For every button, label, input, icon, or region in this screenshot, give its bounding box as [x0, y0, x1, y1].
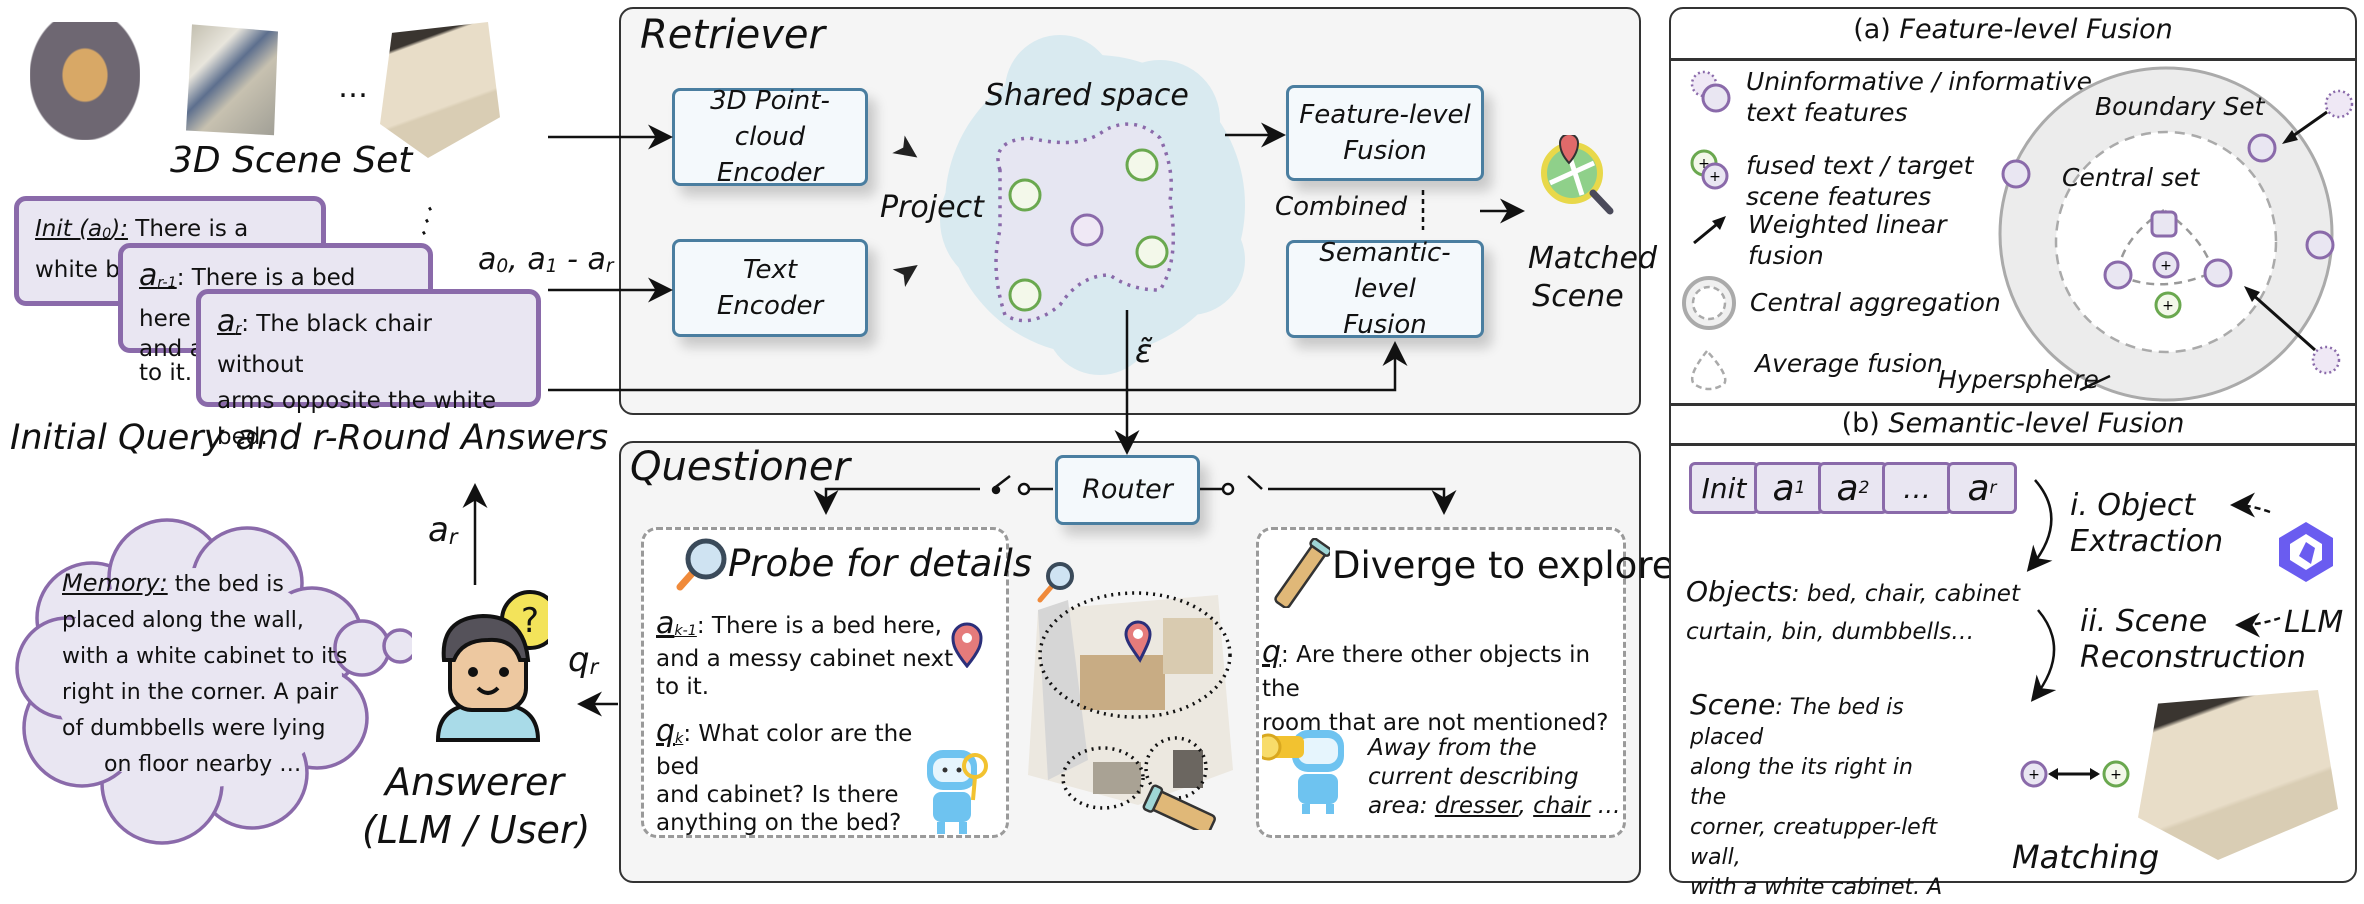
qr-label: qr [568, 640, 599, 680]
scene-ellipsis: … [338, 70, 368, 105]
memory-cloud-icon [15, 518, 412, 845]
shared-space-cloud-icon [940, 35, 1245, 375]
svg-text:+: + [1709, 169, 1721, 185]
answerer-avatar-icon: ? [435, 590, 548, 742]
objects-text: Objects: bed, chair, cabinet curtain, bi… [1686, 575, 2020, 645]
token-ellipsis: … [1882, 462, 1952, 514]
combined-label: Combined [1275, 192, 1408, 222]
svg-text:?: ? [521, 601, 539, 641]
diverge-question: q: Are there other objects in the room t… [1262, 635, 1609, 737]
hypersphere-label: Hypersphere [1938, 365, 2099, 394]
scene-thumbnail-3 [380, 22, 500, 158]
router-box: Router [1055, 455, 1200, 525]
svg-text:+: + [2160, 258, 2172, 274]
location-pin-icon [951, 622, 983, 668]
questioner-scene-icon [1028, 562, 1233, 830]
central-set-label: Central set [2062, 163, 2200, 192]
feature-fusion-title: (a) Feature-level Fusion [1853, 14, 2173, 45]
semantic-fusion-title: (b) Semantic-level Fusion [1841, 408, 2185, 439]
probe-question: qk: What color are the bed and cabinet? … [656, 714, 913, 837]
diverge-title: Diverge to explore [1332, 544, 1675, 587]
questioner-title: Questioner [630, 444, 850, 490]
boundary-set-label: Boundary Set [2095, 92, 2265, 121]
diverge-note: Away from the current describing area: d… [1368, 735, 1621, 819]
magnifier-icon [676, 538, 727, 591]
svg-text:+: + [1698, 156, 1710, 172]
svg-text:+: + [2162, 298, 2174, 314]
feature-header-divider [1671, 58, 2355, 61]
project-label: Project [880, 190, 984, 225]
memory-text: Memory: the bed is placed along the wall… [62, 569, 348, 777]
robot-telescope-icon [1262, 730, 1344, 814]
llm-logo-icon [2279, 522, 2333, 582]
robot-magnifier-icon [927, 750, 988, 834]
probe-prev-answer: ak-1: There is a bed here, and a messy c… [656, 606, 954, 701]
telescope-icon [1274, 538, 1330, 608]
legend-item-average-fusion: Average fusion [1755, 349, 1943, 378]
answers-arrow-label: a0, a1 - ar [478, 242, 614, 277]
ar-label: ar [428, 510, 458, 550]
hypersphere-diagram: + + [1998, 66, 2354, 402]
matching-label: Matching [2012, 838, 2160, 876]
llm-label: LLM [2284, 605, 2344, 640]
legend-icons: + + [1682, 70, 1736, 391]
retriever-title: Retriever [640, 12, 825, 58]
scene-thumbnail-1 [30, 22, 140, 140]
stack-ellipsis: ⋰ [408, 201, 446, 241]
scene-thumbnail-2 [186, 24, 278, 136]
matched-scene-map-icon [1541, 135, 1614, 215]
scene-text: Scene: The bed is placed along the its r… [1690, 688, 1943, 901]
semantic-top-divider [1671, 403, 2355, 406]
epsilon-label: ε̃ [1135, 332, 1153, 370]
answer-card-r: ar: The black chair without arms opposit… [196, 289, 541, 450]
legend-item-central-aggregation: Central aggregation [1750, 288, 2001, 317]
svg-text:+: + [2028, 767, 2040, 783]
token-init: Init [1689, 462, 1759, 514]
answerer-label: Answerer [385, 760, 564, 804]
shared-space-label: Shared space [985, 78, 1189, 113]
svg-text:+: + [2110, 767, 2122, 783]
semantic-header-divider [1671, 443, 2355, 446]
initial-query-label: Initial Query and r-Round Answers [10, 418, 609, 458]
scene-set-label: 3D Scene Set [170, 140, 413, 181]
matching-arrow-icon: + + [2020, 760, 2130, 788]
answerer-sublabel: (LLM / User) [362, 808, 591, 852]
probe-title: Probe for details [728, 542, 1033, 585]
